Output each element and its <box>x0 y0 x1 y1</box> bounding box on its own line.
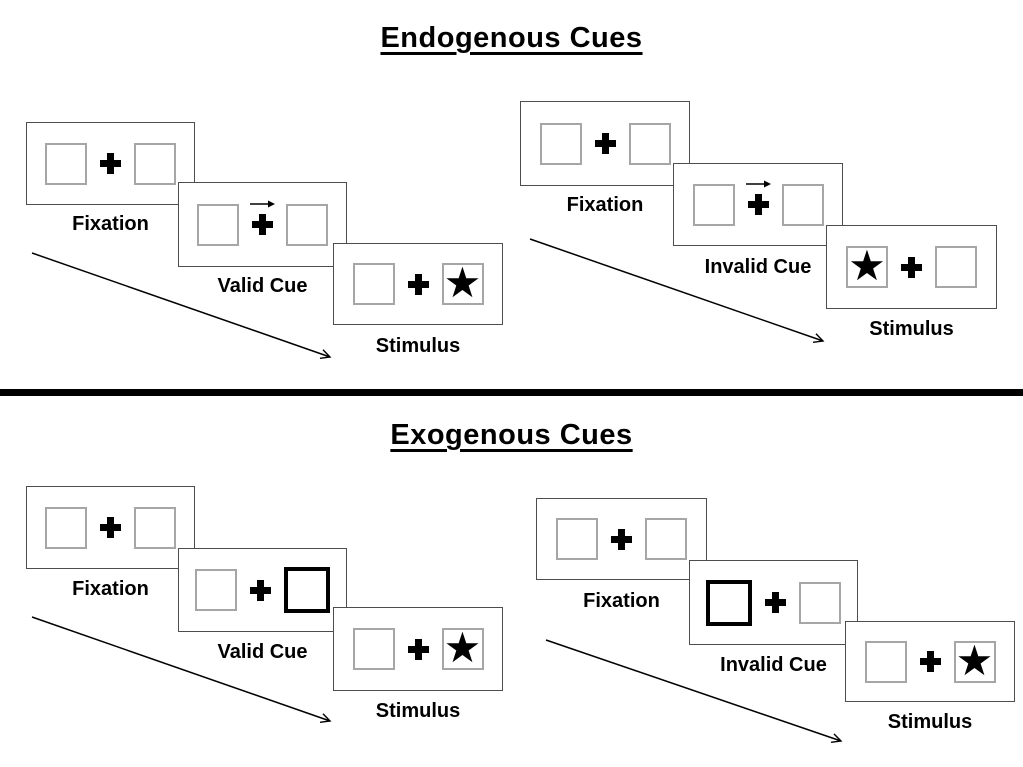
right-box: ★ <box>441 624 484 671</box>
right-box <box>799 581 841 624</box>
fixation-label: Fixation <box>583 590 660 612</box>
fixation-cross-icon <box>745 180 771 215</box>
stimulus-card: ★ <box>826 225 997 309</box>
left-box <box>195 569 237 611</box>
fixation-cross-icon <box>100 517 121 538</box>
fixation-cross-icon <box>407 273 429 295</box>
fixation-cross-icon <box>100 153 121 174</box>
fixation-card <box>26 122 195 205</box>
fixation-label: Fixation <box>566 194 644 216</box>
fixation-cross-icon <box>611 528 632 550</box>
stimulus-card: ★ <box>333 243 503 325</box>
stimulus-label: Stimulus <box>887 711 973 733</box>
left-box <box>692 183 735 226</box>
invalid-cue-label: Invalid Cue <box>704 256 812 278</box>
fixation-cross-icon <box>901 256 922 278</box>
valid-cue-card <box>178 548 347 632</box>
fixation-cross-icon <box>250 200 275 235</box>
fixation-label: Fixation <box>72 578 149 600</box>
timeline-arrow <box>31 616 332 723</box>
right-arrow-cue-icon <box>745 180 771 188</box>
left-box <box>45 142 87 185</box>
right-box: ★ <box>441 259 484 306</box>
valid-cue-label: Valid Cue <box>217 641 308 663</box>
left-box: ★ <box>846 242 888 289</box>
fixation-card <box>536 498 707 580</box>
fixation-card <box>520 101 690 186</box>
target-star-icon: ★ <box>848 242 886 289</box>
endogenous-section-title: Endogenous Cues <box>0 22 1023 55</box>
stimulus-label: Stimulus <box>869 318 954 340</box>
valid-cue-label: Valid Cue <box>217 275 308 297</box>
target-star-icon: ★ <box>443 259 482 306</box>
left-box <box>539 122 582 165</box>
fixation-cross-icon <box>765 592 786 613</box>
thick-cue-box <box>706 579 752 626</box>
fixation-label: Fixation <box>72 213 149 235</box>
exogenous-section-title: Exogenous Cues <box>0 419 1023 452</box>
fixation-cross-icon <box>919 651 941 672</box>
invalid-cue-card <box>689 560 858 645</box>
left-box <box>556 518 598 560</box>
stimulus-card: ★ <box>845 621 1015 702</box>
endogenous-title-text: Endogenous Cues <box>380 22 643 54</box>
right-box <box>286 203 328 246</box>
right-box: ★ <box>953 636 996 684</box>
target-star-icon: ★ <box>955 636 994 684</box>
left-box <box>352 628 395 670</box>
right-box <box>645 518 687 560</box>
right-box <box>781 183 824 226</box>
timeline-arrow <box>31 252 332 359</box>
exogenous-title-text: Exogenous Cues <box>390 419 633 451</box>
valid-cue-card <box>178 182 347 267</box>
fixation-card <box>26 486 195 569</box>
thick-cue-box <box>284 567 330 613</box>
section-divider <box>0 389 1023 396</box>
fixation-cross-icon <box>407 638 429 660</box>
right-box <box>935 246 977 288</box>
right-box <box>628 122 671 165</box>
stimulus-label: Stimulus <box>375 335 461 357</box>
invalid-cue-label: Invalid Cue <box>720 654 827 676</box>
stimulus-label: Stimulus <box>375 700 461 722</box>
target-star-icon: ★ <box>443 624 482 671</box>
right-box <box>134 506 176 549</box>
left-box <box>197 203 239 246</box>
right-arrow-cue-icon <box>250 200 275 208</box>
left-box <box>864 640 907 683</box>
invalid-cue-card <box>673 163 843 246</box>
right-box <box>134 142 176 185</box>
fixation-cross-icon <box>250 579 271 601</box>
left-box <box>352 263 395 305</box>
fixation-cross-icon <box>594 133 616 154</box>
left-box <box>45 506 87 549</box>
stimulus-card: ★ <box>333 607 503 691</box>
timeline-arrow <box>529 238 825 343</box>
